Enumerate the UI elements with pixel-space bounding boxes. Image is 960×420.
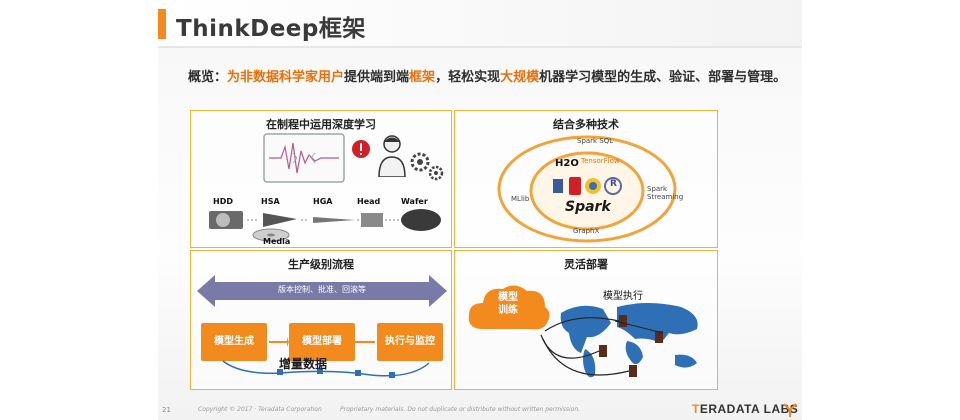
logo-text: ERADATA LABS — [699, 402, 799, 416]
overview-seg: 提供端到端 — [344, 70, 410, 85]
panel-manufacturing: 在制程中运用深度学习 HDD HSA HGA Head Wafer — [190, 110, 452, 248]
part-label-hga: HGA — [313, 197, 333, 206]
panel-title: 生产级别流程 — [288, 258, 354, 271]
gears-icon — [410, 152, 444, 181]
streaming-label: Spark Streaming — [647, 185, 684, 201]
page-number: 21 — [162, 406, 171, 414]
panel-deploy: 灵活部署 模型 训练 模型执行 — [454, 250, 718, 390]
copyright-text: Copyright © 2017 · Teradata Corporation — [198, 406, 322, 413]
part-label-hsa: HSA — [261, 197, 280, 206]
cloud-label-line: 训练 — [498, 305, 518, 316]
language-icons — [553, 177, 622, 195]
band-text: 版本控制、批准、回滚等 — [278, 285, 366, 294]
teradata-logo: TERADATA LABS — [692, 402, 798, 416]
slide-footer: 21 Copyright © 2017 · Teradata Corporati… — [158, 400, 802, 420]
spark-sql-label: Spark SQL — [577, 137, 614, 145]
alert-icon — [352, 140, 370, 158]
step-execution-monitoring: 执行与监控 — [377, 323, 443, 361]
panel-tech: 结合多种技术 Spark SQL H2O TensorFlow R MLlib … — [454, 110, 718, 248]
world-map — [560, 303, 698, 378]
spark-logo-label: Spark — [565, 199, 611, 215]
overview-seg: ，轻松实现 — [435, 70, 501, 85]
double-arrow-band — [197, 275, 447, 307]
overview-seg: 机器学习模型的生成、验证、部署与管理。 — [539, 70, 787, 85]
overview-highlight: 为非数据科学家用户 — [227, 70, 345, 85]
part-label-wafer: Wafer — [401, 197, 428, 206]
step-model-generation: 模型生成 — [201, 323, 267, 361]
part-label-head: Head — [357, 197, 381, 206]
exec-label: 模型执行 — [603, 291, 643, 302]
graphx-label: GraphX — [573, 227, 600, 235]
slide: ThinkDeep框架 概览：为非数据科学家用户提供端到端框架，轻松实现大规模机… — [158, 0, 802, 420]
cloud-label: 模型 训练 — [483, 291, 533, 317]
cloud-shape — [468, 285, 550, 330]
deployment-arrows — [540, 315, 664, 377]
slide-title: ThinkDeep框架 — [176, 16, 366, 42]
part-label-media: Media — [263, 237, 291, 246]
panel-title: 灵活部署 — [564, 258, 608, 271]
teradata-logo-mark-icon — [783, 403, 797, 417]
h2o-label: H2O — [555, 158, 579, 169]
r-language-label: R — [610, 179, 617, 189]
waveform-screen-icon — [263, 133, 345, 183]
step-connector-arrows — [269, 337, 375, 347]
cloud-label-line: 模型 — [498, 292, 518, 303]
feedback-loop-curve — [222, 360, 430, 378]
panel-title: 在制程中运用深度学习 — [266, 118, 376, 131]
mllib-label: MLlib — [511, 195, 530, 203]
hdd-parts-illustration — [209, 209, 441, 231]
overview-highlight: 大规模 — [500, 70, 540, 85]
tensorflow-label: TensorFlow — [581, 157, 620, 165]
logo-prefix: T — [692, 402, 700, 416]
step-model-deployment: 模型部署 — [289, 323, 355, 361]
proprietary-text: Proprietary materials. Do not duplicate … — [340, 406, 581, 413]
handwritten-annotation: 增量数据 — [279, 357, 328, 371]
media-disk-icon — [252, 228, 290, 242]
panel-title: 结合多种技术 — [553, 118, 619, 131]
engineer-icon — [378, 135, 406, 177]
overview-highlight: 框架 — [409, 70, 436, 85]
panel-process: 生产级别流程 版本控制、批准、回滚等 模型生成 模型部署 执行与监控 增量数据 — [190, 250, 452, 390]
part-label-hdd: HDD — [213, 197, 233, 206]
overview-seg: 概览： — [188, 70, 228, 85]
title-accent-bar — [158, 9, 166, 39]
overview-text: 概览：为非数据科学家用户提供端到端框架，轻松实现大规模机器学习模型的生成、验证、… — [188, 66, 786, 85]
title-bar: ThinkDeep框架 — [158, 0, 802, 48]
